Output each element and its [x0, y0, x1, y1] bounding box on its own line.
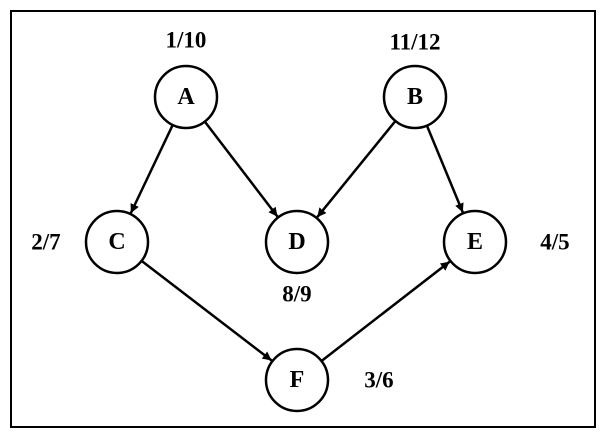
- node-e: E: [442, 209, 508, 275]
- node-c-circle: [84, 209, 150, 275]
- node-d-label: D: [288, 229, 305, 255]
- edge-f-e: [320, 260, 451, 362]
- node-d-circle: [264, 209, 330, 275]
- edge-b-d: [316, 120, 397, 218]
- node-c-times: 2/7: [31, 230, 60, 255]
- edge-b-e: [425, 125, 464, 213]
- node-f-label: F: [290, 367, 305, 393]
- node-b: B: [382, 64, 448, 130]
- node-a: A: [153, 64, 219, 130]
- node-c-label: C: [108, 229, 125, 255]
- diagram-frame: [10, 10, 596, 428]
- node-e-times: 4/5: [540, 230, 569, 255]
- edge-a-c: [129, 124, 174, 214]
- node-c: C: [84, 209, 150, 275]
- node-a-circle: [153, 64, 219, 130]
- node-a-times: 1/10: [166, 28, 207, 53]
- node-f-circle: [264, 347, 330, 413]
- node-d-times: 8/9: [282, 282, 311, 307]
- node-b-label: B: [407, 84, 423, 110]
- edges-group: [129, 120, 464, 362]
- edge-c-f: [140, 259, 273, 362]
- node-f-times: 3/6: [364, 368, 393, 393]
- node-a-label: A: [177, 84, 195, 110]
- node-f: F: [264, 347, 330, 413]
- node-b-times: 11/12: [389, 30, 440, 55]
- node-d: D: [264, 209, 330, 275]
- node-e-circle: [442, 209, 508, 275]
- node-b-circle: [382, 64, 448, 130]
- edge-a-d: [203, 120, 279, 218]
- node-e-label: E: [467, 229, 483, 255]
